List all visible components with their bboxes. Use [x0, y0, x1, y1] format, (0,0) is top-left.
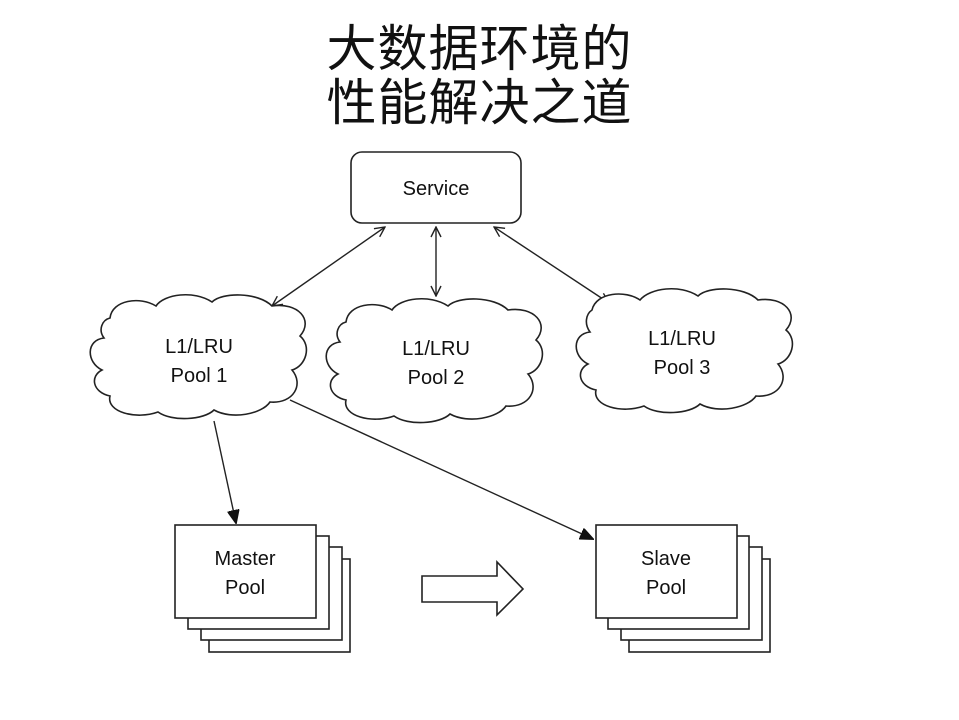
slave-label-line2: Pool — [646, 577, 686, 599]
pool2-cloud: L1/LRU Pool 2 — [325, 297, 544, 424]
master-label-line1: Master — [214, 548, 275, 570]
block-arrow-icon — [421, 560, 525, 617]
cloud-shape — [89, 293, 308, 420]
pool1-cloud: L1/LRU Pool 1 — [89, 293, 308, 420]
cloud-shape — [325, 297, 544, 424]
pool2-label-line2: Pool 2 — [408, 367, 465, 389]
title-line-2: 性能解决之道 — [326, 74, 633, 132]
service-label: Service — [403, 178, 470, 200]
master-pool-stack: Master Pool — [174, 524, 351, 653]
master-pool-box — [174, 524, 317, 619]
slave-pool-stack: Slave Pool — [595, 524, 771, 653]
slave-pool-box — [595, 524, 738, 619]
edge-service-pool3 — [494, 227, 609, 303]
pool3-cloud: L1/LRU Pool 3 — [575, 287, 794, 414]
cloud-shape — [575, 287, 794, 414]
edge-pool1-slave — [289, 399, 593, 539]
diagram-title: 大数据环境的 性能解决之道 — [0, 22, 959, 130]
pool3-label-line2: Pool 3 — [654, 357, 711, 379]
edge-service-pool1 — [272, 227, 385, 306]
pool3-label-line1: L1/LRU — [648, 328, 716, 350]
edge-pool1-master — [213, 420, 236, 523]
master-label-line2: Pool — [225, 577, 265, 599]
pool1-label-line2: Pool 1 — [171, 365, 228, 387]
pool1-label-line1: L1/LRU — [165, 336, 233, 358]
pool2-label-line1: L1/LRU — [402, 338, 470, 360]
service-node: Service — [350, 151, 522, 224]
service-box — [350, 151, 522, 224]
title-line-1: 大数据环境的 — [326, 20, 633, 78]
slave-label-line1: Slave — [641, 548, 691, 570]
